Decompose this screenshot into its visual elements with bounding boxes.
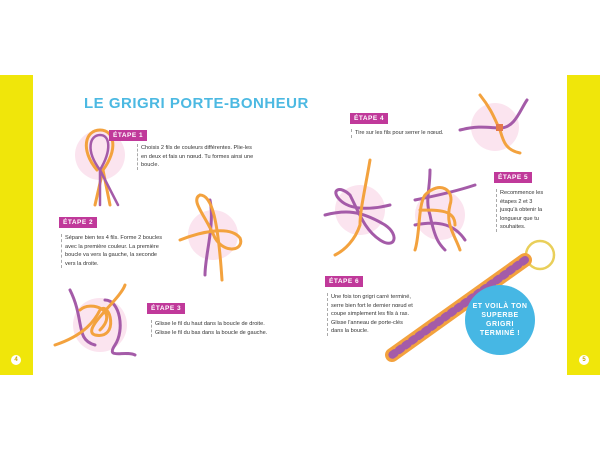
- step5-text: Recommence les étapes 2 et 3 jusqu'à obt…: [496, 189, 545, 232]
- step3-illustration: [53, 283, 137, 357]
- page-number-right: 5: [579, 355, 589, 365]
- finished-grigri-illustration: [385, 239, 556, 362]
- page-number-left: 4: [11, 355, 21, 365]
- finished-bubble-text: ET VOILÀ TON SUPERBE GRIGRI TERMINÉ !: [472, 303, 528, 337]
- step1-label: ÉTAPE 1: [109, 130, 148, 141]
- step5-knot-b: [413, 168, 477, 252]
- step3-label: ÉTAPE 3: [147, 303, 186, 314]
- step5-knot-a: [323, 158, 396, 257]
- step6-text: Une fois ton grigri carré terminé, serre…: [327, 293, 413, 336]
- step4-text: Tire sur les fils pour serrer le nœud.: [351, 129, 455, 138]
- right-side-band: 5: [567, 75, 600, 375]
- step2-illustration: [178, 193, 243, 282]
- step6-label: ÉTAPE 6: [325, 276, 364, 287]
- step3-text: Glisse le fil du haut dans la boucle de …: [151, 320, 275, 338]
- step1-loop-illustration: [85, 128, 120, 207]
- step4-illustration: [458, 93, 529, 155]
- finished-bubble: ET VOILÀ TON SUPERBE GRIGRI TERMINÉ !: [465, 285, 535, 355]
- step2-text: Sépare bien tes 4 fils. Forme 2 boucles …: [61, 234, 165, 269]
- step1-text: Choisis 2 fils de couleurs différentes. …: [137, 144, 256, 170]
- page-title: LE GRIGRI PORTE-BONHEUR: [84, 95, 309, 112]
- left-side-band: 4: [0, 75, 33, 375]
- step5-label: ÉTAPE 5: [494, 172, 533, 183]
- step2-label: ÉTAPE 2: [59, 217, 98, 228]
- step4-label: ÉTAPE 4: [350, 113, 389, 124]
